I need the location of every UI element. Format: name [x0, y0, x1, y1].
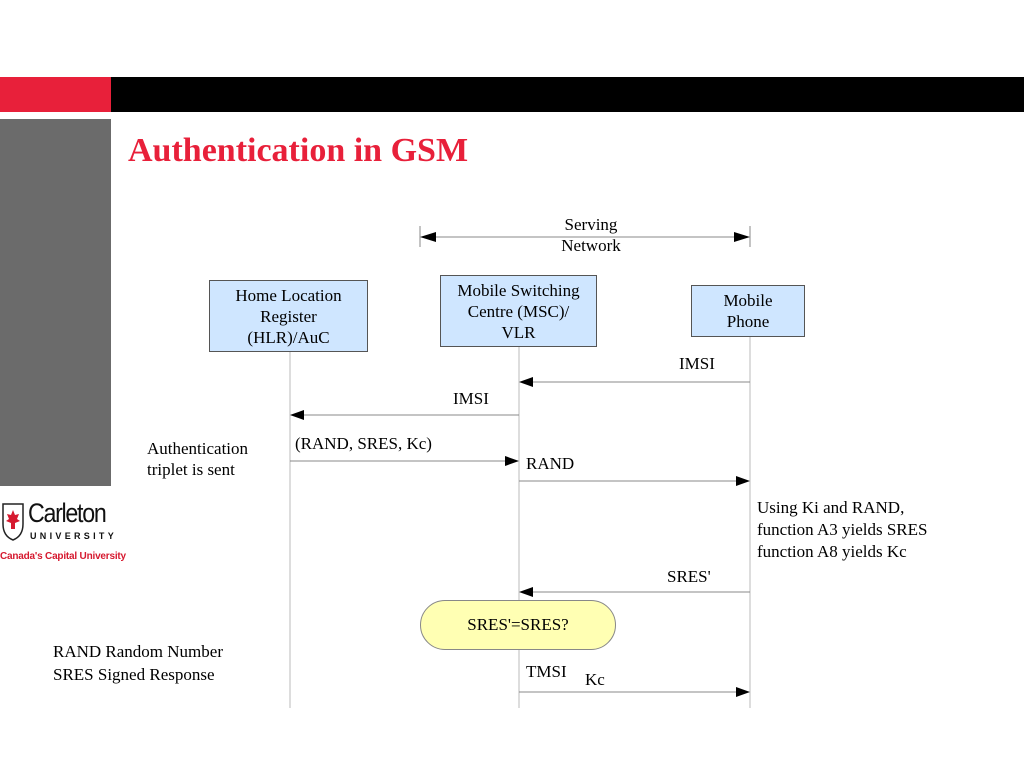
triplet-note-line2: triplet is sent	[147, 460, 235, 479]
hlr-line3: (HLR)/AuC	[247, 327, 330, 347]
triplet-note: Authentication triplet is sent	[147, 438, 248, 480]
kc-subscript-label: Kc	[585, 670, 605, 689]
phone-note-line3: function A8 yields Kc	[757, 542, 907, 561]
phone-line1: Mobile	[723, 291, 773, 310]
legend: RAND Random Number SRES Signed Response	[53, 640, 223, 686]
carleton-shield-icon	[2, 503, 24, 541]
sres-prime-label: SRES'	[667, 567, 711, 586]
serving-network-left-arrowhead	[420, 232, 436, 242]
imsi-label-2: IMSI	[453, 389, 489, 408]
rand-label: RAND	[526, 454, 575, 473]
phone-note-line2: function A3 yields SRES	[757, 520, 928, 539]
logo-university: UNIVERSITY	[30, 531, 118, 541]
serving-network-line1: Serving	[564, 215, 618, 234]
sres-check-ellipse: SRES'=SRES?	[420, 600, 616, 650]
hlr-line1: Home Location	[235, 285, 342, 305]
phone-box: Mobile Phone	[691, 285, 805, 337]
logo-tagline: Canada's Capital University	[0, 551, 126, 562]
serving-network-label: Serving Network	[555, 214, 627, 256]
legend-line2: SRES Signed Response	[53, 665, 215, 684]
phone-line2: Phone	[726, 312, 770, 331]
side-gray-panel	[0, 119, 111, 486]
phone-note: Using Ki and RAND, function A3 yields SR…	[757, 497, 927, 563]
imsi-label-1: IMSI	[679, 354, 715, 373]
hlr-box: Home Location Register (HLR)/AuC	[209, 280, 368, 352]
hlr-line2: Register	[260, 306, 317, 326]
msc-box: Mobile Switching Centre (MSC)/ VLR	[440, 275, 597, 347]
msc-line1: Mobile Switching	[457, 280, 580, 300]
slide-title: Authentication in GSM	[128, 132, 469, 169]
triplet-label: (RAND, SRES, Kc)	[295, 434, 432, 453]
sres-check-label: SRES'=SRES?	[467, 615, 569, 634]
tmsi-label: TMSI	[526, 662, 567, 681]
serving-network-right-arrowhead	[734, 232, 750, 242]
header-red-bar	[0, 77, 111, 112]
msc-line2: Centre (MSC)/	[467, 301, 570, 321]
phone-note-line1: Using Ki and RAND,	[757, 498, 905, 517]
msc-line3: VLR	[501, 322, 536, 342]
header-black-bar	[111, 77, 1024, 112]
serving-network-line2: Network	[561, 236, 621, 255]
logo-name: Carleton	[28, 498, 107, 528]
triplet-note-line1: Authentication	[147, 439, 249, 458]
legend-line1: RAND Random Number	[53, 642, 223, 661]
